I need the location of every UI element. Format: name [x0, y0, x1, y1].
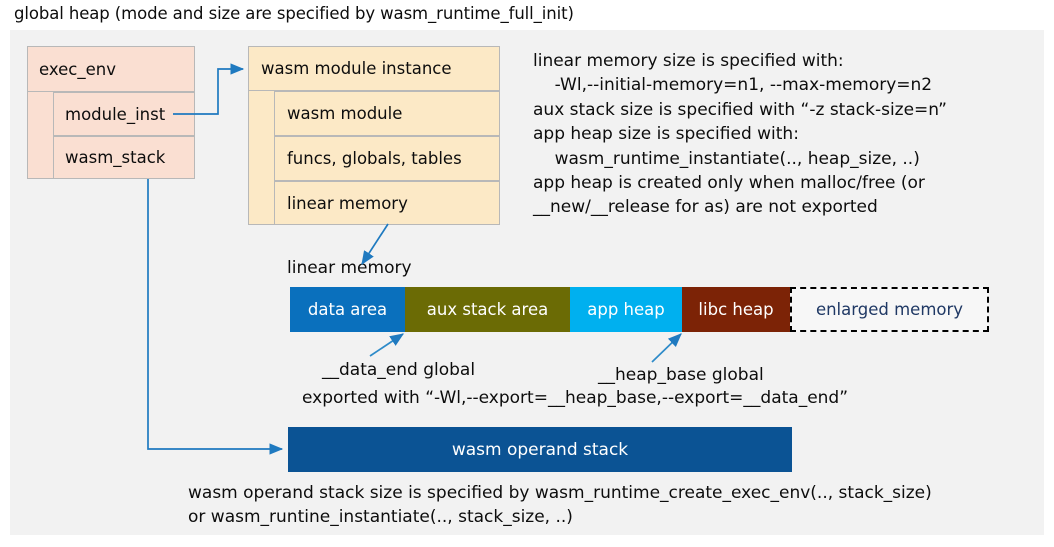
linear-memory-label: linear memory	[287, 258, 412, 278]
exec-env-field-wasm-stack: wasm_stack	[53, 136, 195, 179]
wasm-operand-stack-bar: wasm operand stack	[288, 427, 792, 472]
exec-env-field-module-inst: module_inst	[53, 92, 195, 136]
memory-segment-enlarged-memory: enlarged memory	[790, 287, 989, 332]
module-instance-field-linear-memory: linear memory	[274, 181, 500, 225]
module-instance-header: wasm module instance	[248, 46, 500, 91]
annotation-heap-base: __heap_base global	[598, 365, 764, 385]
module-instance-field-funcs-globals-tables: funcs, globals, tables	[274, 136, 500, 181]
memory-segment-app-heap: app heap	[570, 287, 682, 332]
operand-stack-note: wasm operand stack size is specified by …	[188, 483, 932, 528]
memory-config-description: linear memory size is specified with: -W…	[533, 51, 947, 218]
memory-segment-aux-stack-area: aux stack area	[405, 287, 570, 332]
annotation-data-end: __data_end global	[322, 360, 476, 380]
memory-segment-libc-heap: libc heap	[682, 287, 790, 332]
module-instance-field-wasm-module: wasm module	[274, 91, 500, 136]
memory-segment-data-area: data area	[290, 287, 405, 332]
exec-env-header: exec_env	[27, 46, 195, 92]
annotation-export-note: exported with “-Wl,--export=__heap_base,…	[302, 388, 849, 408]
page-title: global heap (mode and size are specified…	[14, 4, 574, 23]
